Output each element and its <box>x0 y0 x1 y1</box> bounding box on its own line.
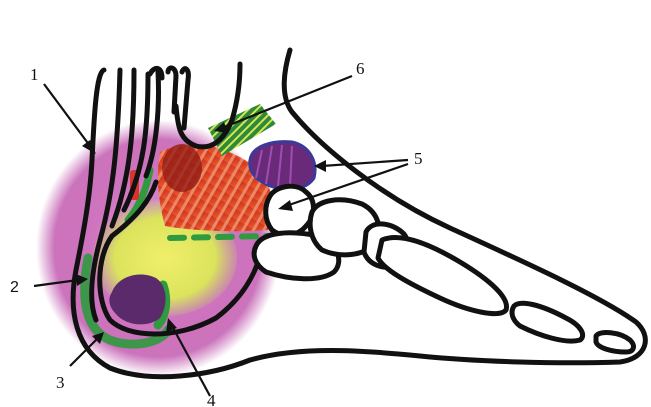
label-6: 6 <box>356 59 365 78</box>
tendon-loop-3 <box>182 69 188 128</box>
phalanx-bone-2 <box>596 333 633 352</box>
fascia-green-dashes <box>170 236 270 238</box>
label-1: 1 <box>30 65 39 84</box>
arrow-1 <box>44 84 90 146</box>
arrow-5a <box>322 160 408 166</box>
dark-red-core <box>162 144 202 192</box>
label-5: 5 <box>414 149 423 168</box>
label-4: 4 <box>207 391 216 407</box>
label-3: 3 <box>56 373 65 392</box>
label-2: 2 <box>10 279 19 296</box>
metatarsal-bone <box>378 237 507 313</box>
calcaneus-bone <box>266 186 314 235</box>
phalanx-bone-1 <box>512 303 583 341</box>
